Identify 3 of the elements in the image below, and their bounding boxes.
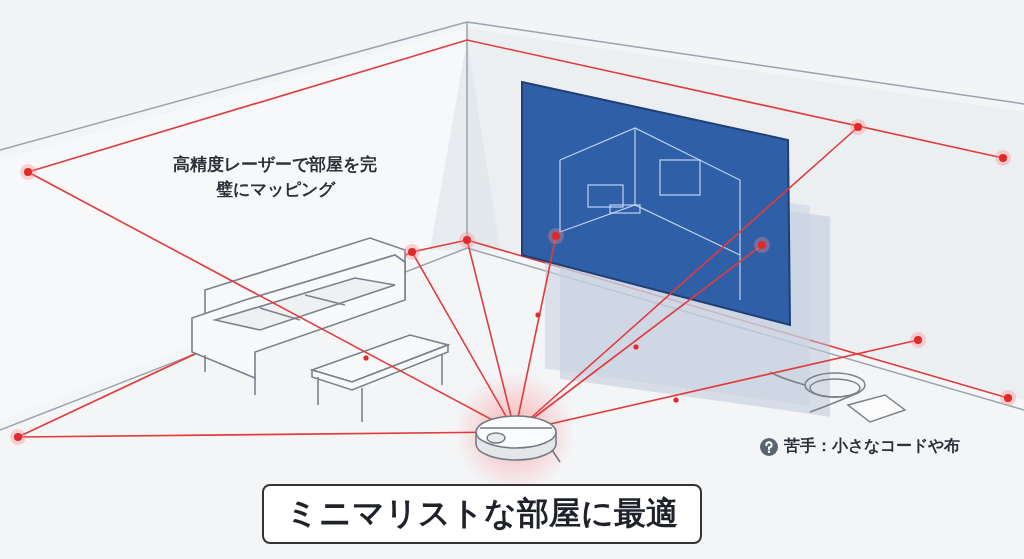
title-banner: ミニマリストな部屋に最適	[262, 484, 702, 544]
annotation-text: 高精度レーザーで部屋を完璧にマッピング	[172, 153, 378, 201]
note-text: 苦手：小さなコードや布	[784, 436, 960, 457]
